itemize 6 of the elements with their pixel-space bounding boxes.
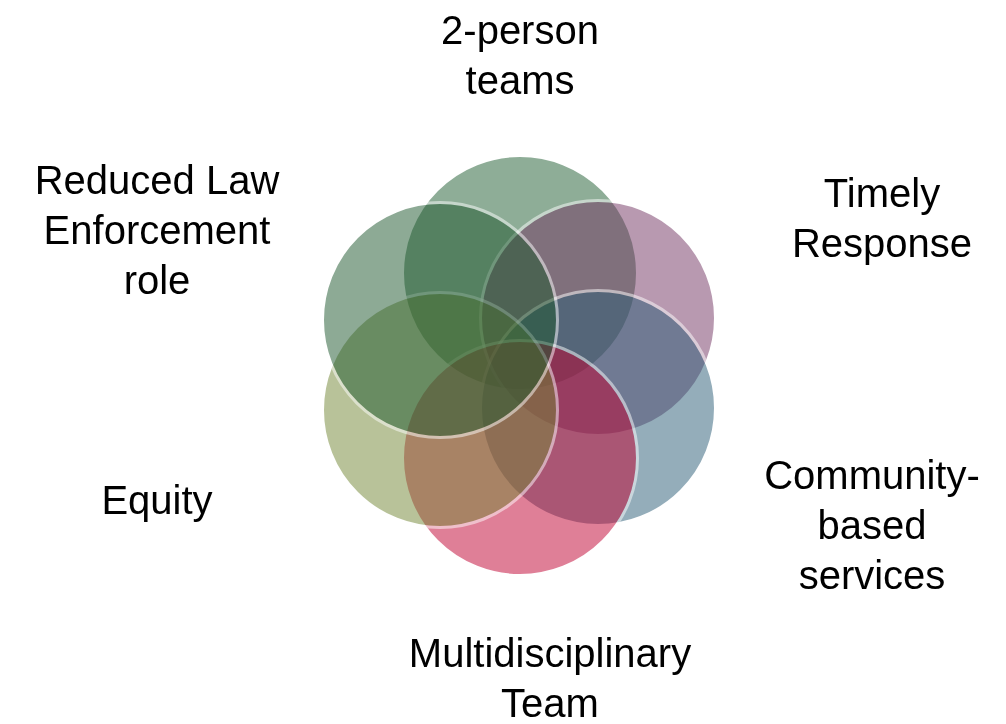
circle-label: Timely Response	[790, 170, 974, 267]
circle-label: 2-person teams	[440, 7, 600, 104]
circle-label: Multidisciplinary Team	[407, 630, 693, 724]
circle-label: Community-based services	[763, 452, 981, 599]
circle-label: Equity	[100, 477, 214, 524]
circle-label: Reduced Law Enforcement role	[33, 157, 281, 304]
